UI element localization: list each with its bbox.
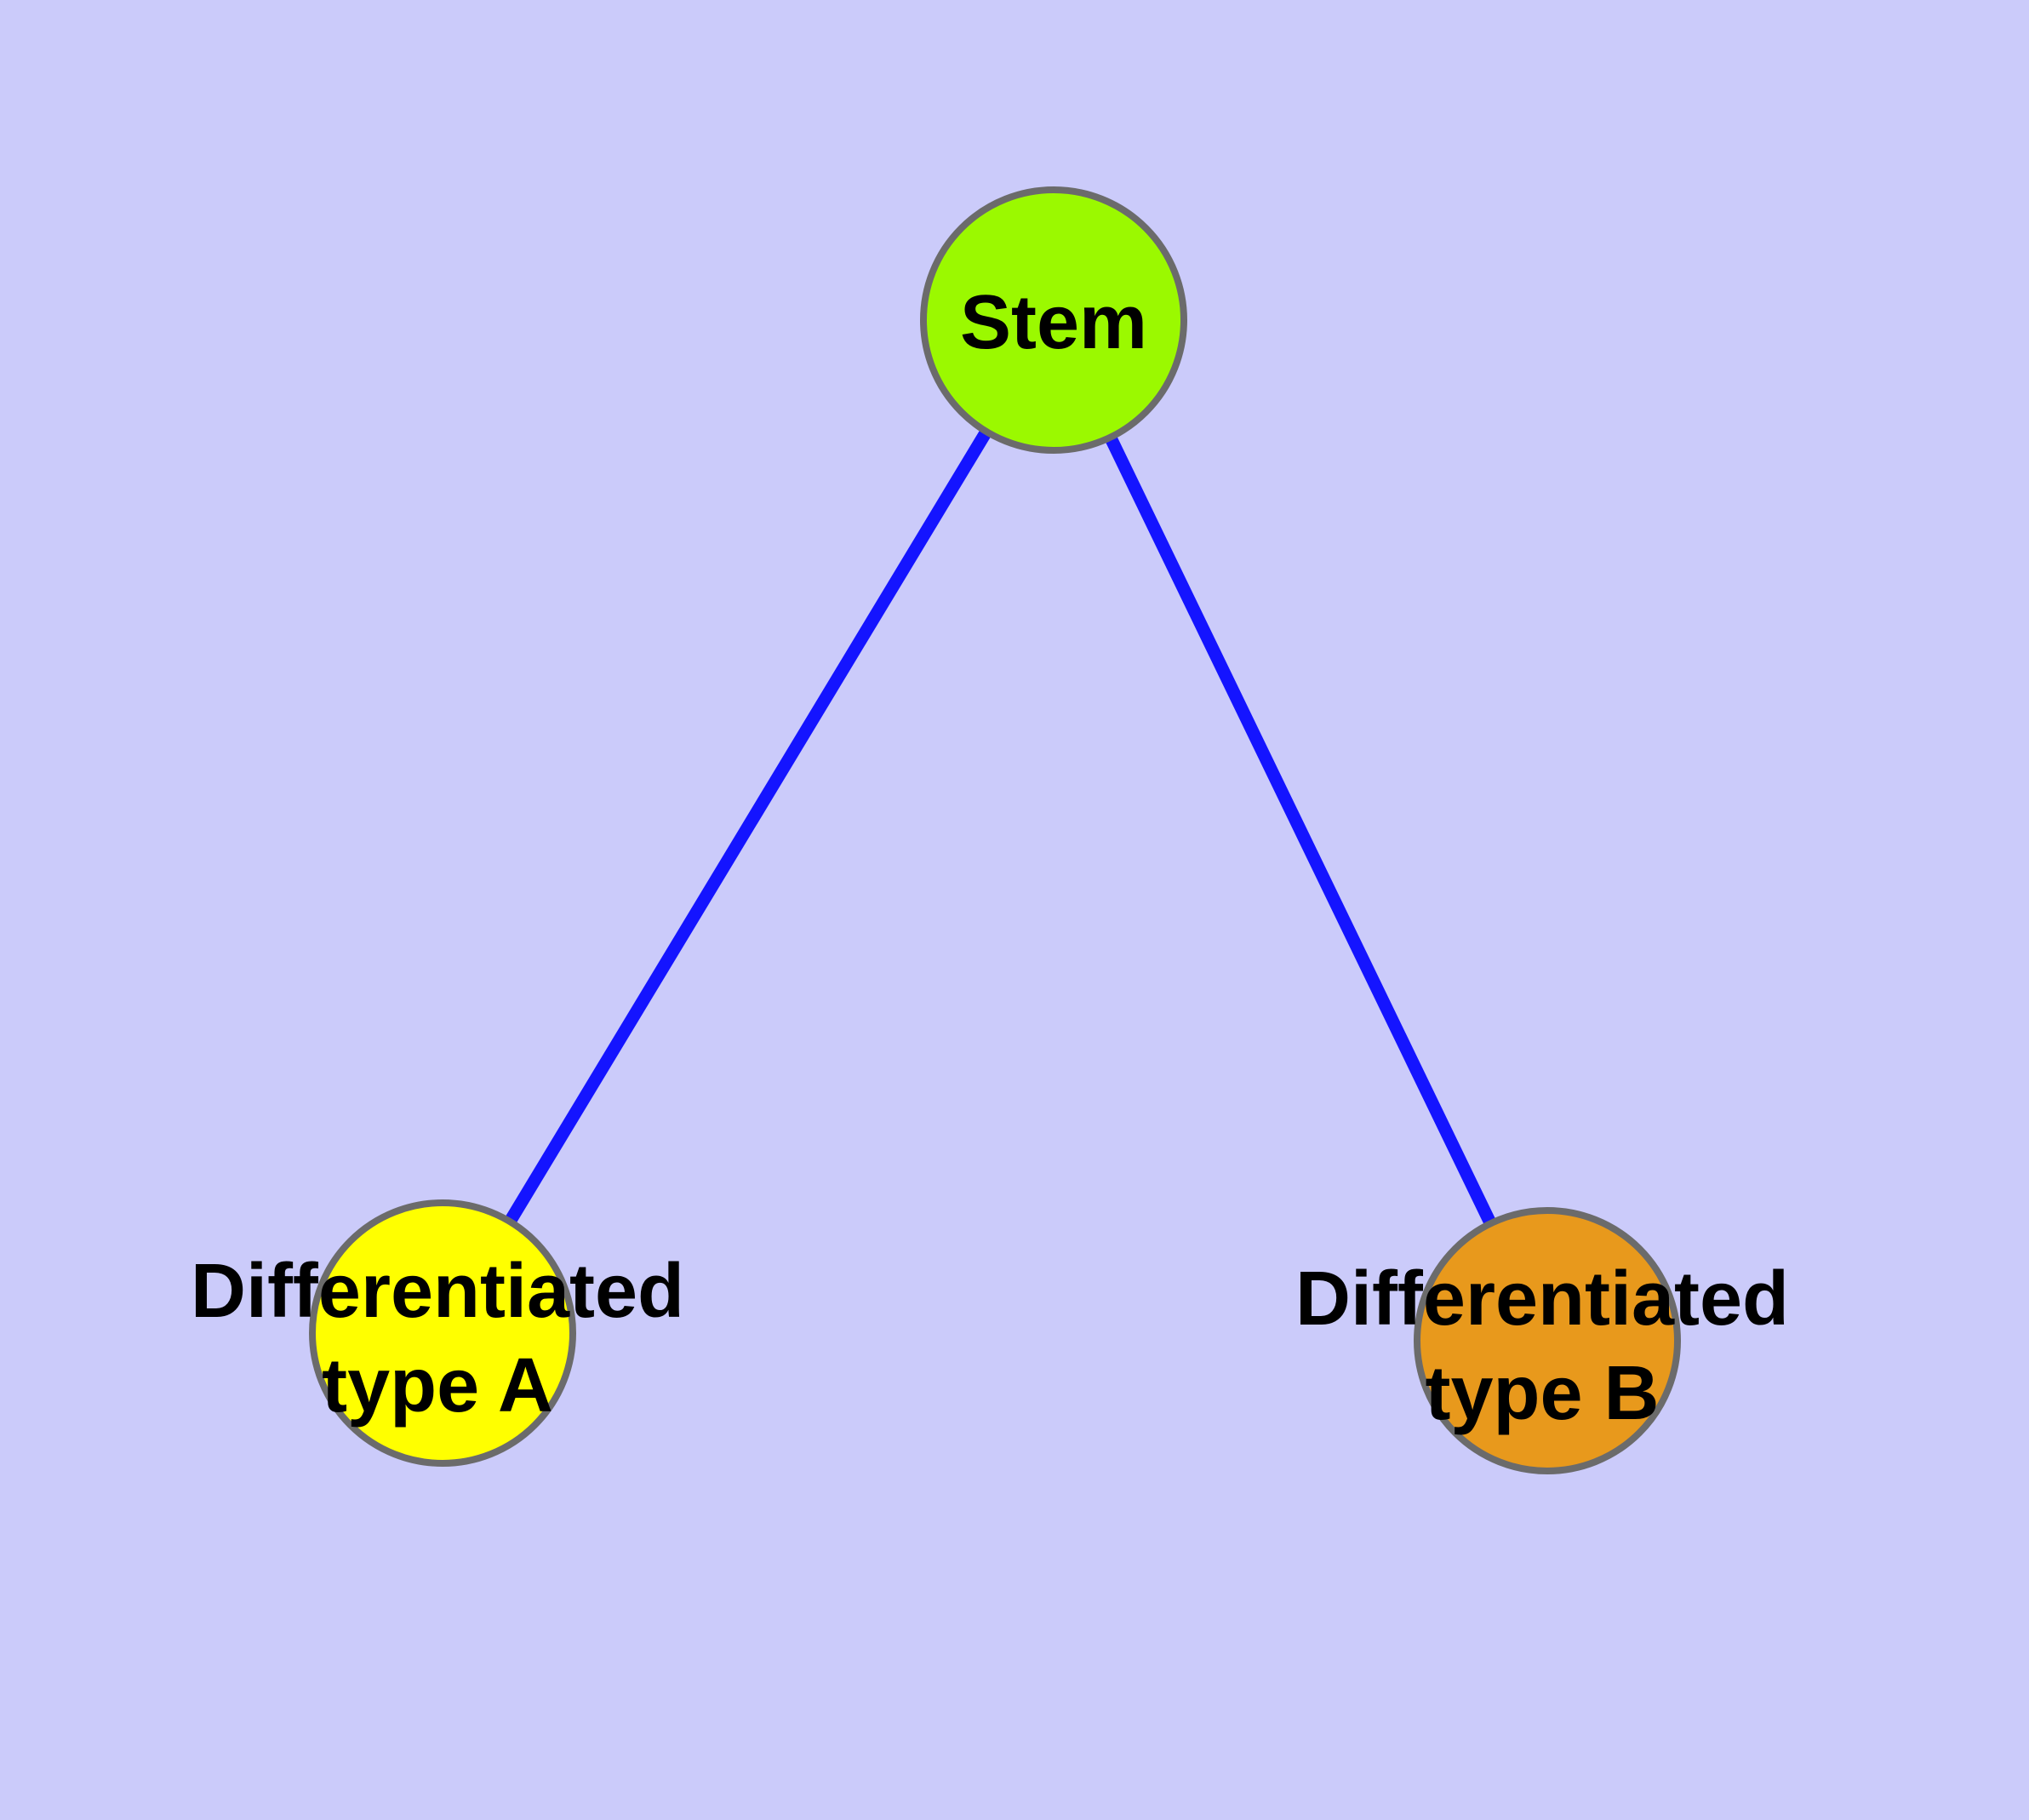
- node-type-a-label-line2: type A: [322, 1343, 553, 1428]
- node-type-b-label-line2: type B: [1425, 1351, 1659, 1436]
- node-stem-circle: [920, 186, 1187, 454]
- node-type-a-circle: [309, 1199, 576, 1467]
- node-stem-label: Stem: [960, 280, 1147, 365]
- edge-stem-to-type-b: [1048, 317, 1553, 1344]
- node-type-b-circle: [1414, 1207, 1681, 1474]
- node-type-b-label-line1: Differentiated: [1295, 1256, 1789, 1342]
- node-type-a-label-line1: Differentiated: [191, 1249, 684, 1334]
- edge-stem-to-type-a: [437, 317, 1060, 1336]
